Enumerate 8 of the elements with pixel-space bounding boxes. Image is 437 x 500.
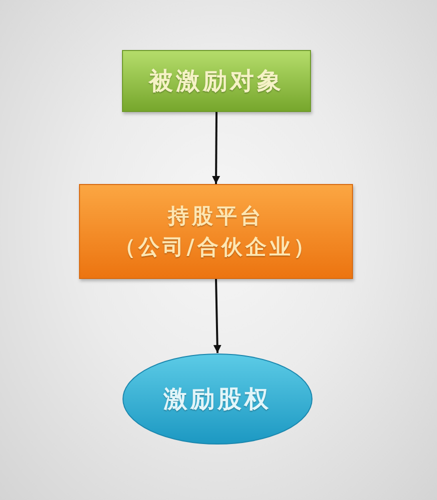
process-box	[122, 50, 311, 112]
label-text: （公司/合伙企业）	[114, 234, 318, 260]
arrow	[212, 112, 220, 184]
process-box	[79, 184, 353, 279]
label-text: 被激励对象	[149, 66, 284, 97]
label-text: 持股平台	[168, 203, 264, 230]
arrow	[213, 278, 222, 354]
label-text: 激励股权	[164, 384, 272, 415]
